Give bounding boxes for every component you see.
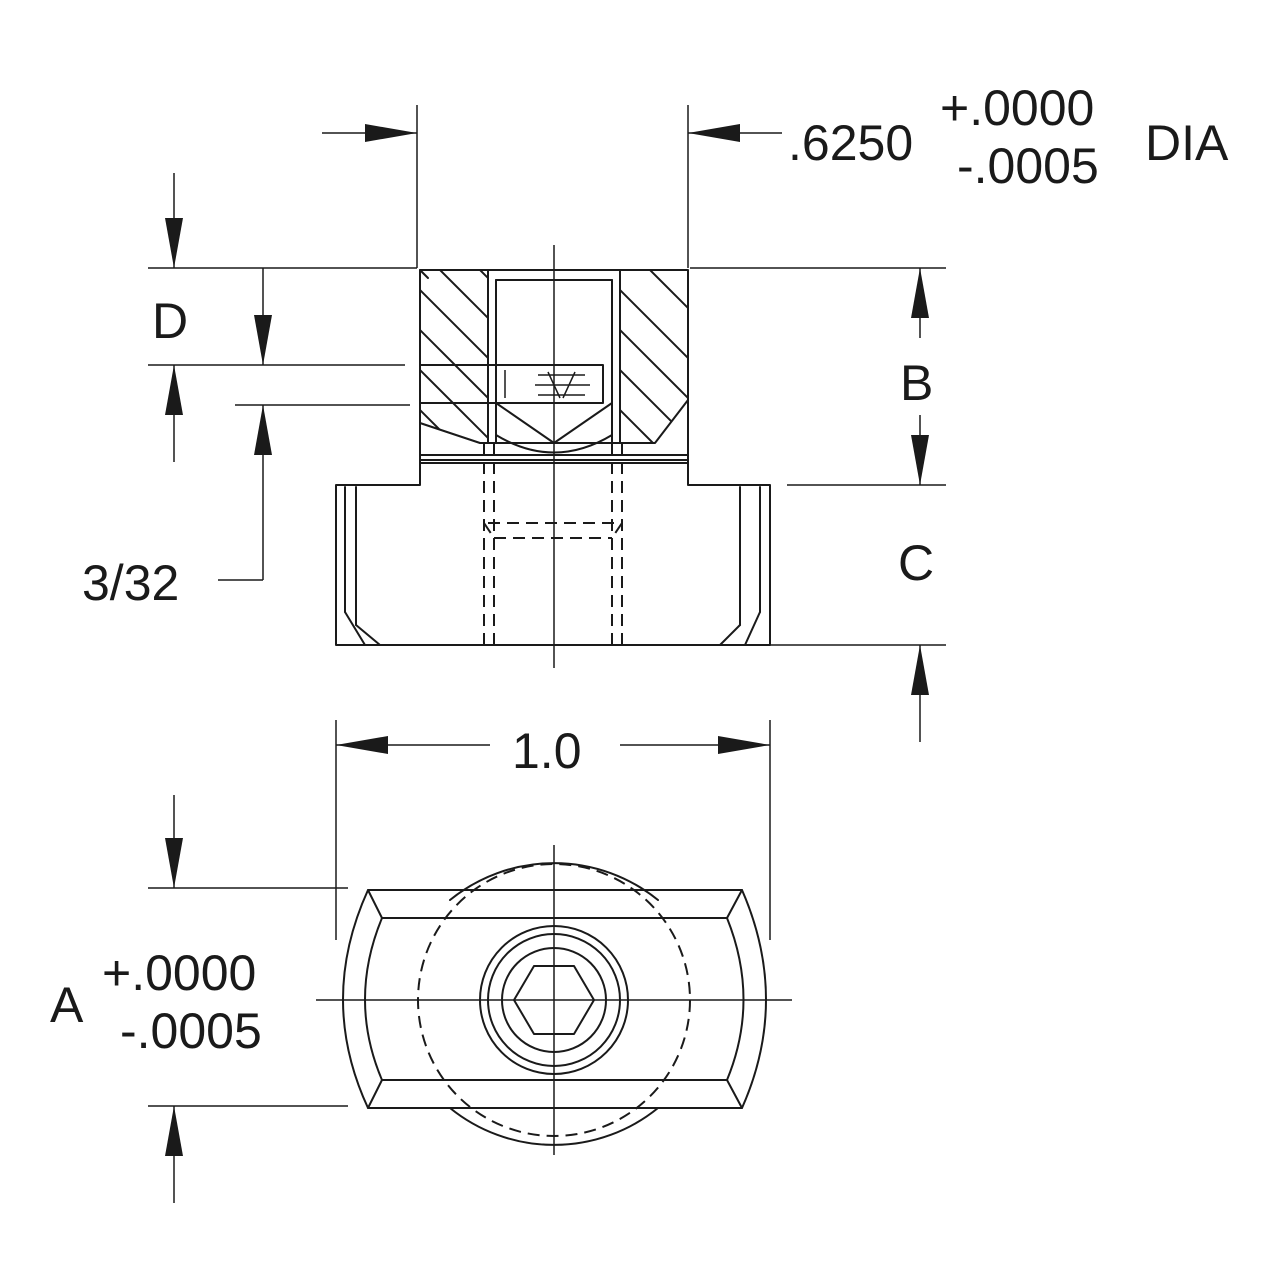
dimension-d — [148, 173, 417, 581]
a-plus-tolerance: +.0000 — [102, 945, 256, 1001]
dimension-dia — [322, 105, 782, 268]
dia-suffix-label: DIA — [1145, 115, 1229, 171]
top-view — [316, 845, 792, 1155]
width-label: 1.0 — [512, 723, 582, 779]
fraction-label: 3/32 — [82, 555, 179, 611]
dimension-width — [335, 720, 771, 940]
b-label: B — [900, 355, 933, 411]
dimension-b-c — [690, 267, 946, 742]
section-view — [335, 245, 771, 668]
hatch-right — [620, 270, 688, 443]
a-label: A — [50, 977, 84, 1033]
d-label: D — [152, 293, 188, 349]
c-label: C — [898, 535, 934, 591]
dimension-a — [148, 795, 348, 1203]
dia-plus-tolerance: +.0000 — [940, 80, 1094, 136]
dia-minus-tolerance: -.0005 — [957, 138, 1099, 194]
dia-nominal-label: .6250 — [788, 115, 913, 171]
a-minus-tolerance: -.0005 — [120, 1003, 262, 1059]
